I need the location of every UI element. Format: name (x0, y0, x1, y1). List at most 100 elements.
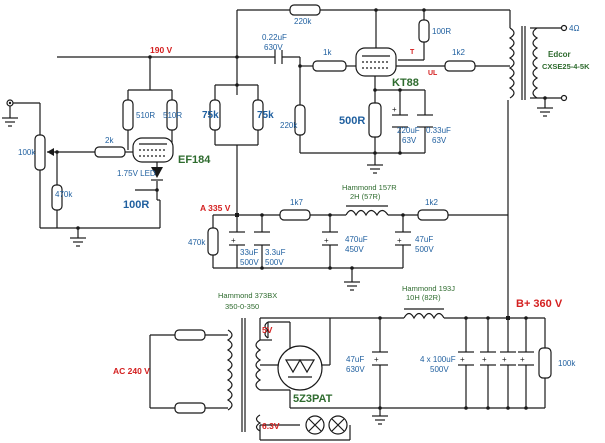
ground-symbols (2, 107, 553, 425)
label-220k-top: 220k (294, 17, 312, 26)
resistor-75k-a (209, 99, 221, 131)
label-500r: 500R (339, 115, 365, 127)
label-hammond-193j: Hammond 193J (402, 284, 455, 293)
labels: 220k 0.22uF 630V 1k 100R T UL 1k2 Edcor … (18, 17, 590, 431)
label-ef184: EF184 (178, 154, 211, 166)
label-220uf-voltage: 63V (402, 136, 417, 145)
cap-33uf: + (229, 231, 245, 246)
power-transformer (226, 318, 270, 432)
svg-text:+: + (374, 355, 379, 364)
resistor-220k-top (289, 4, 321, 16)
label-157r-spec: 2H (57R) (350, 192, 381, 201)
svg-text:+: + (324, 236, 329, 245)
tube-ef184 (132, 137, 174, 163)
label-1k: 1k (323, 48, 332, 57)
label-33uf-voltage: 500V (240, 258, 259, 267)
choke-193j (403, 312, 445, 320)
label-220uf: 220uF (397, 126, 420, 135)
label-470k-bleed: 470k (188, 238, 206, 247)
speaker-terminal-4ohm (560, 24, 568, 32)
label-75k-b: 75k (257, 110, 274, 121)
label-4ohm: 4Ω (569, 24, 579, 33)
label-470uf: 470uF (345, 235, 368, 244)
cap-47uf-630v: + (372, 351, 388, 366)
resistor-100r-screen (418, 19, 430, 43)
label-373bx-spec: 350-0-350 (225, 302, 259, 311)
resistor-75k-b (252, 99, 264, 131)
label-47uf-630v: 47uF (346, 355, 364, 364)
speaker-terminal-0 (560, 94, 568, 102)
label-022uf: 0.22uF (262, 33, 287, 42)
output-transformer (508, 24, 568, 102)
label-100r-screen: 100R (432, 27, 451, 36)
label-4x100uf: 4 x 100uF (420, 355, 456, 364)
resistor-510r-b (166, 99, 178, 131)
label-4x100uf-voltage: 500V (430, 365, 449, 374)
label-47uf: 47uF (415, 235, 433, 244)
label-100r-cathode: 100R (123, 199, 149, 211)
label-5z3pat: 5Z3PAT (293, 393, 333, 405)
label-hammond-373bx: Hammond 373BX (218, 291, 277, 300)
label-1k2-ul: 1k2 (452, 48, 465, 57)
label-kt88: KT88 (392, 77, 419, 89)
label-6-3v: 6.3V (262, 421, 280, 431)
label-100k-pot: 100k (18, 148, 36, 157)
label-edcor: Edcor (548, 50, 571, 59)
cap-47uf: + (395, 231, 411, 246)
label-33b: 3.3uF (265, 248, 286, 257)
resistor-470k-input (51, 184, 63, 211)
cap-100uf-1: + (458, 351, 474, 366)
label-ul: UL (428, 70, 438, 77)
led-diode (151, 167, 163, 181)
svg-text:+: + (460, 355, 465, 364)
label-022uf-voltage: 630V (264, 43, 283, 52)
label-1k7: 1k7 (290, 198, 303, 207)
svg-text:+: + (231, 236, 236, 245)
pilot-lamps (305, 415, 348, 435)
label-190v: 190 V (150, 45, 173, 55)
label-edcor-model: CXSE25-4-5K (542, 62, 590, 71)
cap-033uf (417, 114, 433, 128)
label-033uf-voltage: 63V (432, 136, 447, 145)
resistor-ac-a (174, 329, 206, 341)
svg-text:+: + (520, 355, 525, 364)
cap-220uf: + (392, 105, 408, 128)
resistor-2k (94, 146, 126, 158)
label-470k-input: 470k (55, 190, 73, 199)
label-a335v: A 335 V (200, 203, 231, 213)
resistor-510r-a (122, 99, 134, 131)
cap-100uf-3: + (500, 351, 516, 366)
label-75k-a: 75k (202, 110, 219, 121)
choke-157r (345, 209, 389, 217)
label-510r-b: 510R (163, 111, 182, 120)
label-100k-bleed: 100k (558, 359, 576, 368)
tube-kt88 (355, 47, 397, 77)
label-t: T (410, 49, 415, 56)
pot-wiper-arrow (47, 148, 54, 156)
label-47uf-630v-voltage: 630V (346, 365, 365, 374)
wiring (9, 9, 562, 441)
cap-100uf-4: + (518, 351, 534, 366)
resistor-ac-b (174, 402, 206, 414)
resistor-100k-pot (34, 134, 46, 171)
resistors (34, 4, 552, 414)
cap-100uf-2: + (480, 351, 496, 366)
svg-text:+: + (502, 355, 507, 364)
label-470uf-voltage: 450V (345, 245, 364, 254)
resistor-220k-grid (294, 104, 306, 136)
label-510r-a: 510R (136, 111, 155, 120)
junction-dots (55, 8, 547, 410)
input-jack (6, 99, 14, 107)
cap-470uf: + (322, 231, 338, 246)
label-220k-grid: 220k (280, 121, 298, 130)
inductors (345, 205, 445, 320)
label-hammond-157r: Hammond 157R (342, 183, 397, 192)
svg-text:+: + (397, 236, 402, 245)
tube-5z3pat (277, 345, 323, 391)
svg-text:+: + (482, 355, 487, 364)
label-033uf: 0.33uF (426, 126, 451, 135)
label-33b-voltage: 500V (265, 258, 284, 267)
label-bplus: B+ 360 V (516, 298, 563, 310)
label-ac240: AC 240 V (113, 366, 150, 376)
